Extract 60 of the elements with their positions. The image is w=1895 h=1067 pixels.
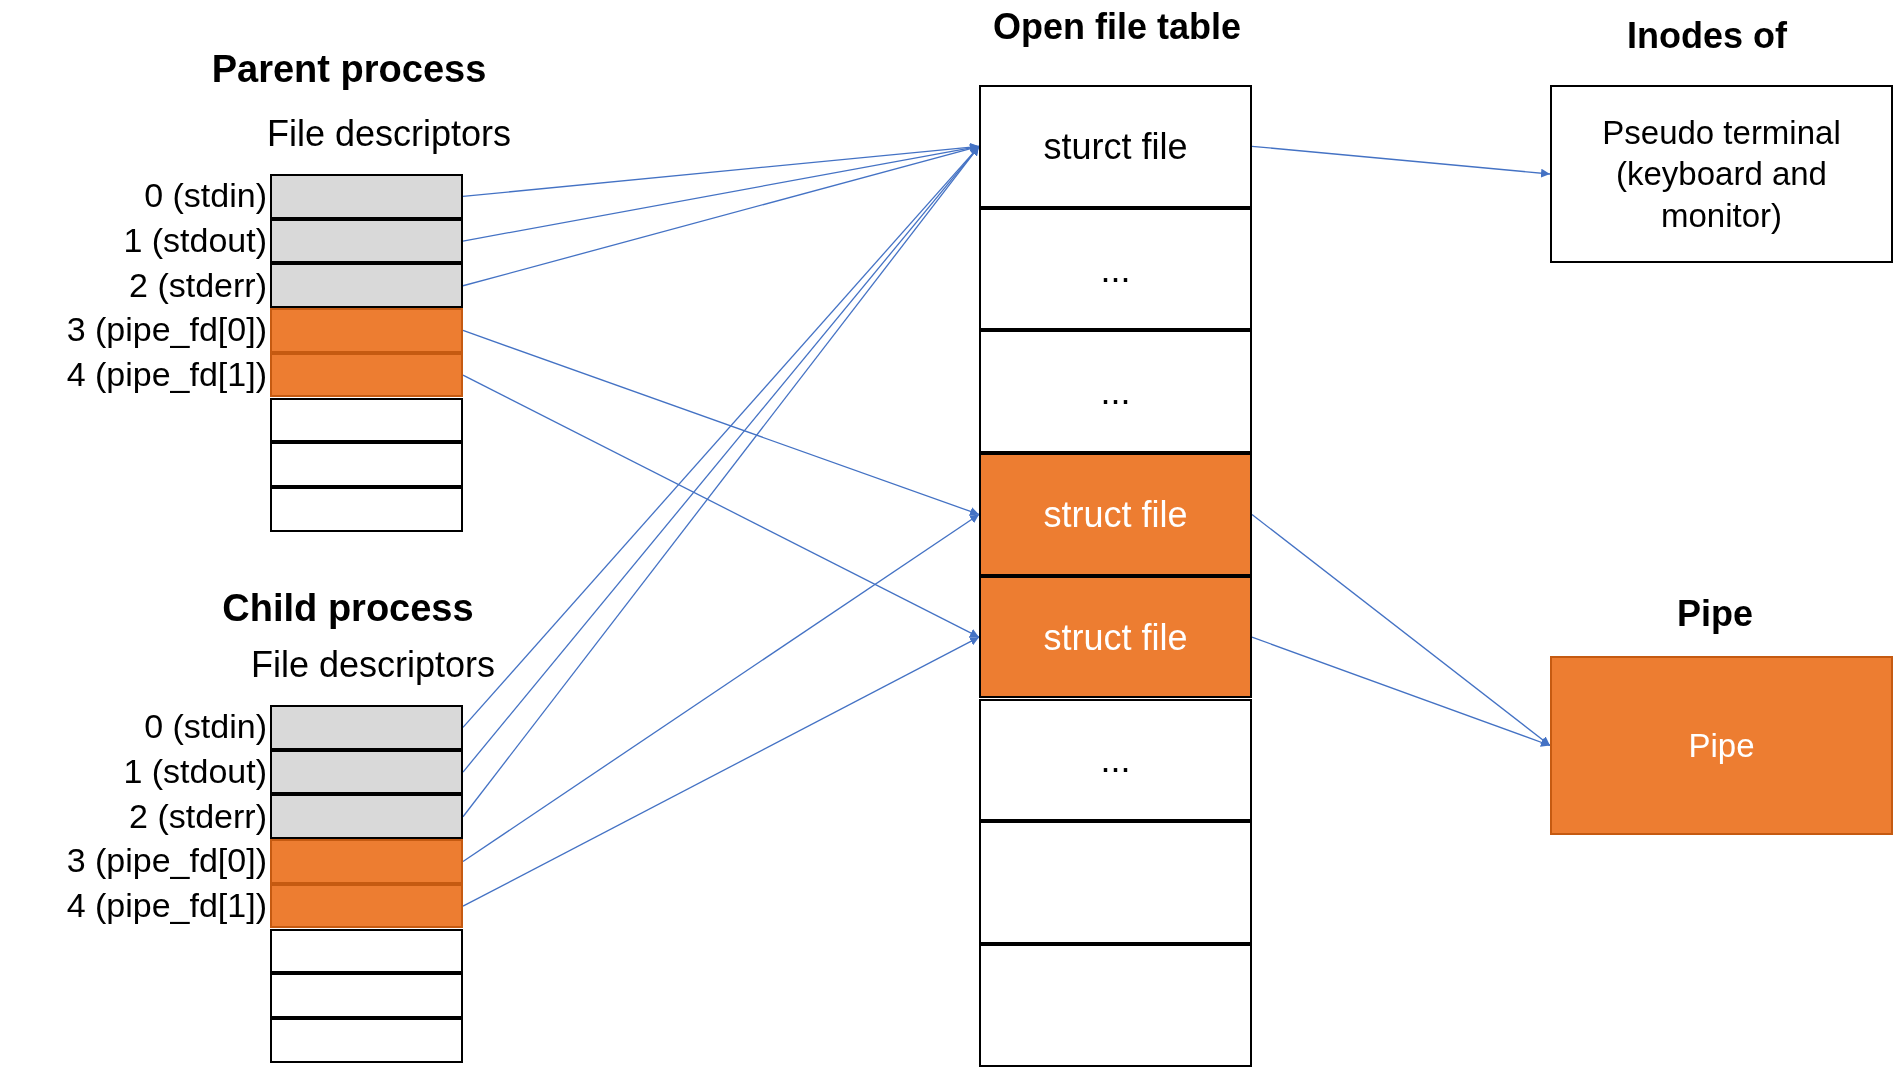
subheading: File descriptors xyxy=(266,116,511,152)
fd-cell xyxy=(270,928,463,974)
fd-cell xyxy=(270,794,463,840)
table-row xyxy=(979,821,1252,944)
fd-cell xyxy=(270,749,463,795)
heading: Pipe xyxy=(1677,596,1753,632)
cell-text: sturct file xyxy=(1042,124,1189,169)
descriptor-label: 0 (stdin) xyxy=(144,178,267,213)
table-row xyxy=(979,453,1252,576)
fd-cell xyxy=(270,174,463,219)
cell-text: ... xyxy=(1099,370,1132,415)
table-row xyxy=(979,207,1252,331)
heading: Child process xyxy=(222,589,474,627)
heading: Open file table xyxy=(993,9,1241,45)
cell-text: Pseudo terminal (keyboard and monitor) xyxy=(1601,113,1842,236)
fd-cell xyxy=(270,218,463,264)
table-row xyxy=(979,575,1252,699)
heading: Inodes of xyxy=(1627,18,1787,54)
subheading: File descriptors xyxy=(250,647,495,683)
cell-text: struct file xyxy=(1042,492,1189,537)
descriptor-label: 3 (pipe_fd[0]) xyxy=(66,312,267,347)
descriptor-label: 4 (pipe_fd[1]) xyxy=(66,357,267,392)
arrow xyxy=(462,636,980,907)
arrow xyxy=(462,329,980,516)
pipe-box xyxy=(1550,656,1893,835)
fd-cell xyxy=(270,442,463,487)
cell-text: ... xyxy=(1099,738,1132,783)
fd-cell xyxy=(270,973,463,1018)
fd-cell xyxy=(270,263,463,309)
inode-box xyxy=(1550,85,1893,263)
arrow xyxy=(462,142,980,197)
descriptor-label: 2 (stderr) xyxy=(129,798,267,833)
arrow xyxy=(462,144,980,287)
table-row xyxy=(979,698,1252,822)
arrow xyxy=(1251,145,1551,178)
fd-cell xyxy=(270,486,463,532)
arrow xyxy=(462,513,980,863)
fd-cell xyxy=(270,397,463,443)
descriptor-label: 3 (pipe_fd[0]) xyxy=(66,843,267,878)
descriptor-label: 0 (stdin) xyxy=(144,709,267,744)
heading: Parent process xyxy=(211,50,487,88)
arrow xyxy=(1251,636,1551,747)
arrow xyxy=(462,374,980,638)
fd-cell xyxy=(270,1017,463,1063)
fd-cell xyxy=(270,839,463,884)
table-row xyxy=(979,330,1252,454)
descriptor-label: 2 (stderr) xyxy=(129,267,267,302)
table-row xyxy=(979,85,1252,208)
descriptor-label: 4 (pipe_fd[1]) xyxy=(66,888,267,923)
descriptor-label: 1 (stdout) xyxy=(123,223,267,258)
fd-cell xyxy=(270,352,463,398)
arrow xyxy=(1251,513,1551,747)
fd-cell xyxy=(270,705,463,750)
cell-text: ... xyxy=(1099,247,1132,292)
descriptor-label: 1 (stdout) xyxy=(123,754,267,789)
table-row xyxy=(979,943,1252,1067)
fd-cell xyxy=(270,883,463,929)
cell-text: struct file xyxy=(1042,615,1189,660)
cell-text: Pipe xyxy=(1687,725,1756,766)
fd-cell xyxy=(270,308,463,353)
